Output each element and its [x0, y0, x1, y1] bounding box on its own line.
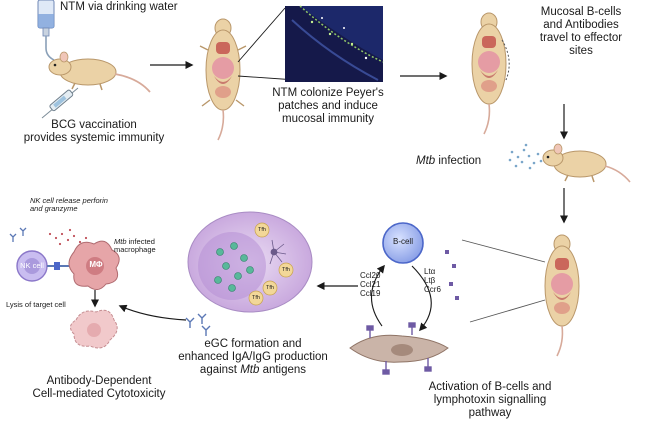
arrow-lymphotoxin — [411, 265, 432, 332]
synapse-connector — [47, 262, 70, 270]
germinal-center-icon — [187, 211, 313, 313]
label-ntm-colonize: NTM colonize Peyer's patches and induce … — [272, 87, 384, 125]
label-bcg: BCG vaccination provides systemic immuni… — [23, 119, 165, 144]
mouse-anatomy-icon — [544, 234, 580, 357]
label-ntm-water: NTM via drinking water — [60, 1, 178, 13]
aerosol-icon — [508, 143, 543, 170]
mouse-icon — [48, 51, 151, 93]
label-lysis: Lysis of target cell — [6, 300, 66, 309]
label-lymphotoxins: Ltα Ltβ Ccr6 — [424, 267, 441, 294]
label-tfh: Tfh — [266, 285, 274, 291]
granzyme-dots — [48, 228, 88, 246]
microscopy-image-icon — [285, 5, 384, 82]
dendritic-cell-icon — [269, 239, 287, 265]
antibody-icon — [185, 313, 211, 336]
mouse-icon — [542, 143, 631, 183]
label-nk-cell: NK cell — [20, 261, 44, 270]
label-mphi: MΦ — [89, 260, 103, 269]
stromal-cell-icon — [349, 322, 449, 375]
macrophage-icon — [68, 240, 120, 290]
label-adcc: Antibody-Dependent Cell-mediated Cytotox… — [32, 375, 166, 400]
syringe-icon — [41, 87, 79, 119]
label-egc: eGC formation and enhanced IgA/IgG produ… — [178, 338, 328, 376]
water-bottle-icon — [37, 0, 55, 61]
label-nk-release: NK cell release perforin and granzyme — [30, 196, 108, 214]
label-activation: Activation of B-cells and lymphotoxin si… — [428, 381, 552, 419]
label-chemokines: Ccl20 Ccl21 Ccl19 — [360, 271, 381, 298]
zoom-line-lower — [469, 299, 546, 323]
arrow-to-adcc — [118, 304, 187, 321]
label-mtb-macrophage: Mtb infected macrophage — [114, 237, 156, 255]
label-tfh: Tfh — [258, 227, 266, 233]
label-tfh: Tfh — [252, 295, 260, 301]
nk-cell-icon — [16, 250, 48, 282]
label-tfh: Tfh — [282, 267, 290, 273]
label-mtb-infection: Mtb infection — [416, 155, 482, 167]
mouse-anatomy-icon — [471, 12, 510, 135]
chemokine-dots — [445, 250, 459, 300]
zoom-line-upper — [461, 239, 546, 263]
lysed-cell-icon — [70, 309, 118, 349]
label-b-cell: B-cell — [392, 237, 413, 246]
label-mucosal-b: Mucosal B-cells and Antibodies travel to… — [539, 6, 623, 57]
zoom-line-top — [237, 7, 286, 63]
arrow-chemokine — [370, 264, 385, 327]
antibody-icon — [9, 227, 27, 242]
mouse-anatomy-icon — [199, 18, 247, 141]
b-cell-icon — [382, 222, 424, 264]
